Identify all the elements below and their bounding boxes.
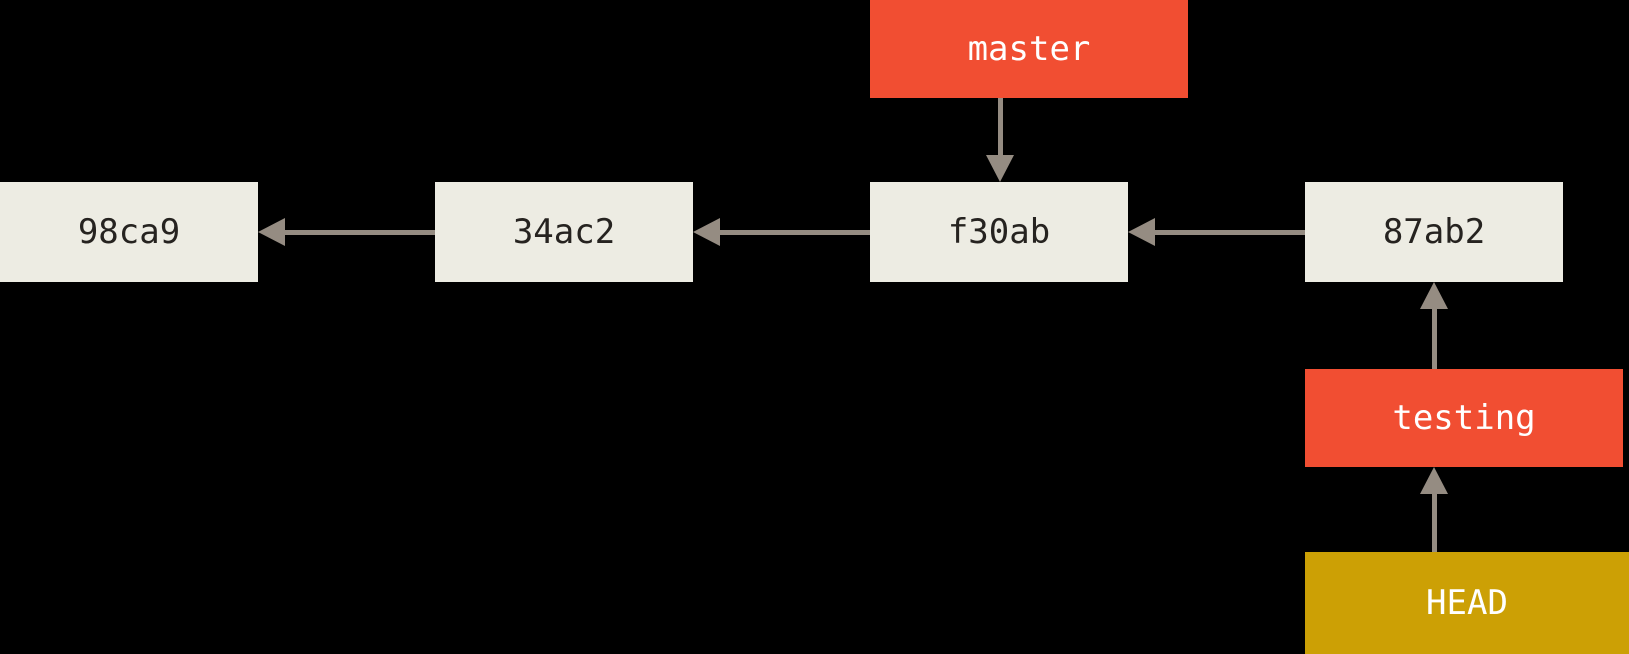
arrowhead-up-icon <box>1420 282 1448 309</box>
head-node: HEAD <box>1305 552 1629 654</box>
commit-hash-label: 87ab2 <box>1382 212 1486 252</box>
commit-hash-label: 34ac2 <box>512 212 616 252</box>
branch-label-master: master <box>967 29 1091 69</box>
arrowhead-left-icon <box>693 218 720 246</box>
arrowhead-up-icon <box>1420 467 1448 494</box>
arrow-stem <box>1153 230 1305 235</box>
commit-node-98ca9: 98ca9 <box>0 182 258 282</box>
branch-node-testing: testing <box>1305 369 1623 467</box>
commit-node-34ac2: 34ac2 <box>435 182 693 282</box>
arrow-stem <box>283 230 435 235</box>
branch-node-master: master <box>870 0 1188 98</box>
arrow-stem <box>718 230 870 235</box>
arrowhead-down-icon <box>986 155 1014 182</box>
arrowhead-left-icon <box>258 218 285 246</box>
commit-node-87ab2: 87ab2 <box>1305 182 1563 282</box>
head-label: HEAD <box>1426 583 1508 623</box>
arrow-stem <box>1432 493 1437 552</box>
arrowhead-left-icon <box>1128 218 1155 246</box>
commit-hash-label: f30ab <box>947 212 1051 252</box>
branch-label-testing: testing <box>1392 398 1536 438</box>
arrow-stem <box>1432 308 1437 369</box>
commit-node-f30ab: f30ab <box>870 182 1128 282</box>
arrow-stem <box>998 98 1003 156</box>
commit-hash-label: 98ca9 <box>77 212 181 252</box>
